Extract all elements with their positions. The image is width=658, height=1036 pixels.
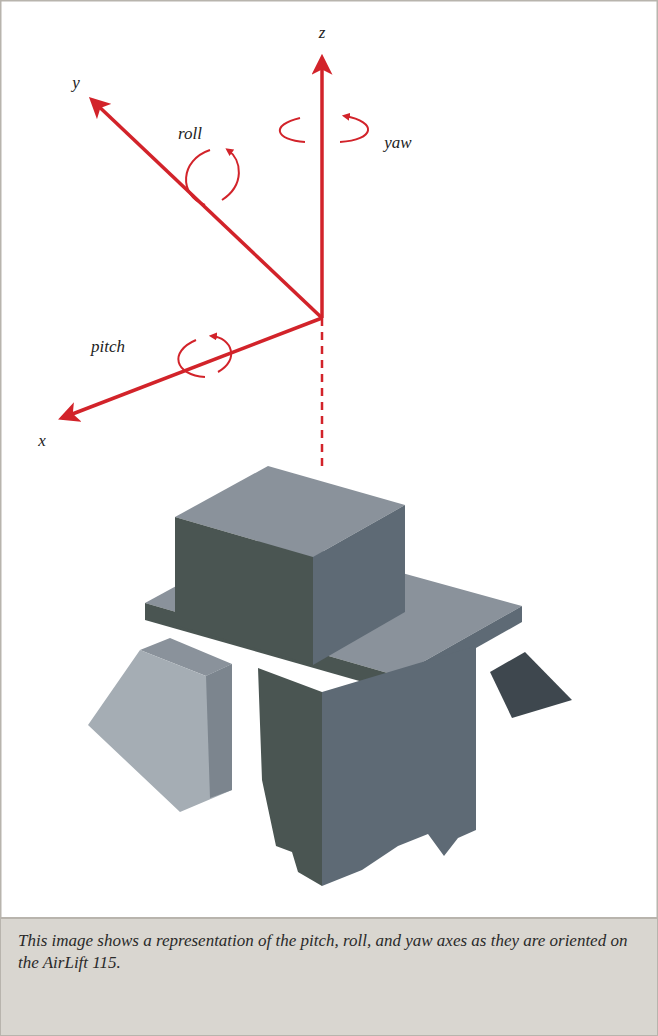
axes xyxy=(62,58,322,468)
caption-band xyxy=(1,918,657,1035)
axis-label: z xyxy=(319,24,326,41)
caption: This image shows a representation of the… xyxy=(18,930,638,974)
caption-rule xyxy=(1,917,657,919)
rotation-label: pitch xyxy=(91,338,125,355)
axis-label: y xyxy=(72,74,80,91)
rotation-label: yaw xyxy=(384,134,411,151)
axis-label: x xyxy=(38,432,46,449)
rotation-label: roll xyxy=(178,125,202,142)
airlift-machine xyxy=(88,466,572,886)
rotation-arrows xyxy=(178,116,368,377)
